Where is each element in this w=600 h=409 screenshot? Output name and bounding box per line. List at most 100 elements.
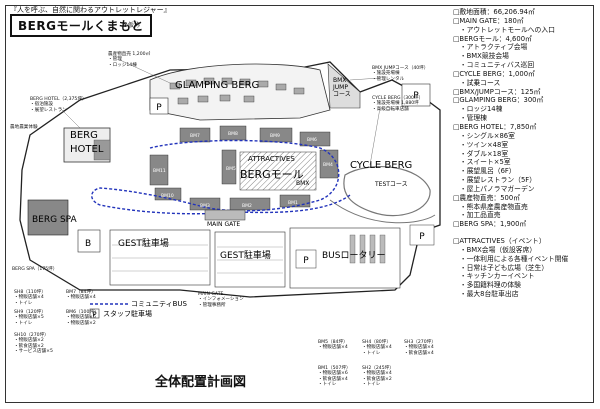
annotation-9: SH9（120坪）・物販店舗×5・トイレ <box>14 310 46 326</box>
info-line: □BERG HOTEL：7,850㎡ <box>453 122 537 131</box>
label-berg-hotel-2: HOTEL <box>70 144 104 155</box>
label-bmx-jump-3: コース <box>333 91 351 98</box>
parking-label-3: P <box>303 256 309 266</box>
info-line: □BERGモール：4,600㎡ <box>453 34 532 43</box>
info-line: □敷地面積：66,206.94㎡ <box>453 8 535 16</box>
info-line: □BERG SPA：1,900㎡ <box>453 220 527 229</box>
parking-label-1: P <box>413 91 419 101</box>
glamping-area <box>149 63 331 121</box>
plan-title: 全体配置計画図 <box>155 375 247 390</box>
info-line: ・多国籍料理の体験 <box>453 281 521 290</box>
gest-parking-2 <box>214 231 286 288</box>
label-main-gate: MAIN GATE <box>207 221 240 228</box>
label-cycle-berg: CYCLE BERG <box>350 160 412 171</box>
label-bmx: BMX <box>296 180 309 187</box>
parking-upper-right <box>401 83 431 107</box>
info-line: ・加工品直売 <box>453 211 501 220</box>
attractives-area <box>239 151 317 191</box>
label-bm6: BM6 <box>307 137 317 143</box>
info-line: ・シングル×86室 <box>453 131 515 140</box>
annotation-15: SH3（270坪）・物販店舗×4・飲食店舗×4 <box>404 340 436 356</box>
parking-label-4: P <box>419 232 425 242</box>
info-line: ・ロッジ14棟 <box>453 105 503 114</box>
annotation-12: MAIN GATE・インフォメーション・管理事務所 <box>198 292 244 308</box>
label-bus-rotary: BUSロータリー <box>322 250 385 261</box>
annotation-10: BM6（100坪）・物販店舗×6・物販店舗×2 <box>66 310 99 326</box>
community-bus-route <box>91 139 340 215</box>
annotation-11: SH10（270坪）・物販店舗×2・飲食店舗×2・サービス店舗×5 <box>14 333 53 355</box>
annotation-16: BM1（507坪）・物販店舗×6・飲食店舗×4・トイレ <box>318 366 351 388</box>
annotation-6: BERG SPA（175坪） <box>12 267 58 272</box>
info-line: ・展望風呂（6F） <box>453 167 516 176</box>
info-line: ・屋上パノラマガーデン <box>453 184 535 193</box>
label-bm1: BM1 <box>288 200 298 206</box>
info-line: □CYCLE BERG：1,000㎡ <box>453 69 535 78</box>
berg-spa-building <box>27 199 69 236</box>
label-berg-mall: BERGモール <box>240 168 304 181</box>
annotation-7: SH8（110坪）・物販店舗×4・トイレ <box>14 290 46 306</box>
legend-bus: コミュニティBUS <box>131 300 188 308</box>
label-test-course: TESTコース <box>374 181 408 188</box>
label-gest-2: GEST駐車場 <box>220 249 271 261</box>
info-line: ・BMX会場（仮設客席） <box>453 245 537 254</box>
label-bm5: BM5 <box>226 166 236 172</box>
label-bm3: BM3 <box>200 203 210 209</box>
info-line: □GLAMPING BERG：300㎡ <box>453 96 544 105</box>
annotation-3: 農地農業体験 <box>10 125 38 130</box>
label-bm10: BM10 <box>161 193 174 199</box>
info-line: ・アトラクティブ会場 <box>453 43 528 52</box>
mall-buildings <box>149 125 339 211</box>
info-line: ・スイート×5室 <box>453 158 511 167</box>
label-bmx-jump-1: BMX <box>333 77 346 84</box>
info-line: ・日常は子ども広場（芝生） <box>453 263 549 272</box>
label-berg-hotel-1: BERG <box>70 130 98 141</box>
parking-upper-left <box>149 97 169 115</box>
info-line: ・展望レストラン（5F） <box>453 176 536 185</box>
tagline: 『人を呼ぶ、自然に関わるアウトレットレジャー』 <box>10 6 171 14</box>
bmx-jump-area <box>327 63 361 109</box>
info-line: ・アウトレットモールへの入口 <box>453 25 555 34</box>
label-glamping: GLAMPING BERG <box>175 80 259 91</box>
label-bm7: BM7 <box>190 133 200 139</box>
page-title: BERGモールくまもと <box>10 14 152 37</box>
annotation-5: CYCLE BERG（300坪）・施設売場棟 1,880坪・高級自転車店舗 <box>372 96 424 112</box>
info-line: ・最大8台駐車出店 <box>453 290 519 299</box>
label-bm2: BM2 <box>242 203 252 209</box>
label-bm4: BM4 <box>323 162 333 168</box>
info-line: ・コミュニティバス巡回 <box>453 61 535 70</box>
info-line: ・管理棟 <box>453 114 487 123</box>
label-berg-spa: BERG SPA <box>32 215 78 225</box>
info-line: ・BMX競技会場 <box>453 52 509 61</box>
legend-p-icon: P <box>92 311 96 319</box>
annotation-14: SH4（80坪）・物販店舗×4・トイレ <box>362 340 392 356</box>
tentative-note: ※仮称 <box>123 22 141 29</box>
info-panel: □敷地面積：66,206.94㎡ □MAIN GATE：180㎡ ・アウトレット… <box>453 8 597 299</box>
label-b: B <box>85 239 91 249</box>
label-bm8: BM8 <box>228 131 238 137</box>
label-bmx-jump-2: JUMP <box>332 84 348 91</box>
info-line: □MAIN GATE：180㎡ <box>453 16 524 25</box>
annotation-17: SH2（245坪）・物販店舗×4・飲食店舗×2・トイレ <box>362 366 394 388</box>
info-line: ・試乗コース <box>453 78 501 87</box>
annotation-13: BM5（84坪）・物販店舗×4 <box>318 340 348 351</box>
legend-staff: スタッフ駐車場 <box>103 309 152 318</box>
annotation-4: BMX JUMPコース（40坪）・施設売場棟・管理レンタル <box>372 66 429 82</box>
annotation-2: BERG HOTEL（2,375坪）・宿泊施設・展望レストラン <box>30 97 87 113</box>
label-bm11: BM11 <box>153 168 166 174</box>
parking-right <box>409 224 435 246</box>
label-bm9: BM9 <box>270 133 280 139</box>
annotation-1: 農産物直売 1,200㎡・管理・ロッジ14棟 <box>108 52 151 68</box>
label-gest-1: GEST駐車場 <box>118 237 169 249</box>
label-attractives: ATTRACTIVES <box>248 155 295 163</box>
info-line: ・キッチンカーイベント <box>453 272 535 281</box>
info-line: □ATTRACTIVES（イベント） <box>453 237 546 246</box>
parking-label-2: P <box>156 103 162 113</box>
page-frame <box>5 5 594 403</box>
info-line: ・熊本県産農産物直売 <box>453 202 528 211</box>
info-line: □農産物直売：500㎡ <box>453 193 520 202</box>
main-gate-building <box>204 209 246 221</box>
gest-parking-1 <box>109 229 211 286</box>
lodges <box>169 77 305 105</box>
test-course-loop <box>343 165 431 217</box>
